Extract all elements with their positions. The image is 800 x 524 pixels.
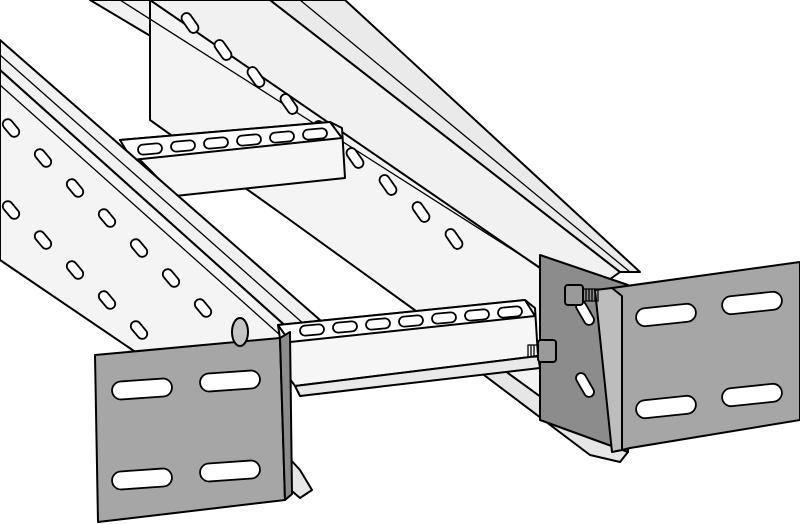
- right-plate-fold: [594, 287, 623, 453]
- rung-slot: [398, 314, 424, 328]
- rail-slot: [129, 238, 149, 258]
- left-plate-face: [94, 337, 286, 523]
- rail-slot: [33, 148, 53, 168]
- right-side-rail: [89, 0, 641, 463]
- rail-slot: [97, 208, 117, 228]
- back-rung: [119, 121, 346, 197]
- left-splice-plate: [94, 317, 293, 523]
- lower-thread-lines: [530, 344, 535, 358]
- rail-slot: [180, 12, 200, 34]
- rung-slot: [365, 317, 391, 331]
- rail-slot: [411, 201, 431, 223]
- rung-slot: [137, 142, 163, 156]
- lower-bolt-thread: [527, 344, 539, 358]
- rung-slot: [269, 130, 295, 144]
- rail-slot: [193, 298, 213, 318]
- right-rail-edge-line-2: [299, 0, 631, 273]
- left-plate-edge: [279, 331, 293, 501]
- plate-slot: [111, 377, 173, 401]
- rung-slot: [299, 323, 325, 337]
- rail-slot: [97, 290, 117, 310]
- rung-slot: [302, 127, 328, 141]
- rail-slot: [1, 200, 21, 220]
- rung-slot: [236, 133, 262, 147]
- rail-slot: [65, 178, 85, 198]
- rung-slot: [464, 308, 490, 322]
- rail-slot: [65, 260, 85, 280]
- rail-slot: [345, 147, 365, 169]
- splice-bolt-lower: [527, 339, 557, 363]
- rung-slot: [431, 311, 457, 325]
- rung-slot: [203, 136, 229, 150]
- left-rail-edge-line-2: [0, 84, 281, 336]
- plate-slot: [575, 372, 595, 398]
- right-plate-slots: [635, 290, 783, 420]
- upper-nut: [564, 284, 584, 306]
- plate-slot: [199, 369, 261, 393]
- plate-slot: [635, 302, 697, 328]
- rung-slot: [332, 320, 358, 334]
- rail-slot: [1, 118, 21, 138]
- rail-slot: [129, 320, 149, 340]
- rail-slot: [33, 230, 53, 250]
- rail-slot: [213, 39, 233, 61]
- upper-bolt-thread: [582, 288, 599, 302]
- plate-slot: [635, 394, 697, 420]
- left-plate-slots: [111, 369, 261, 491]
- rail-slot: [444, 228, 464, 250]
- left-rail-slots-upper: [1, 118, 213, 318]
- front-rung-slots: [299, 305, 523, 337]
- right-splice-plate: [539, 254, 800, 453]
- rung-slot: [170, 139, 196, 153]
- rail-slot: [378, 174, 398, 196]
- splice-bolt-upper: [564, 284, 599, 306]
- plate-slot: [721, 382, 783, 408]
- plate-slot: [111, 467, 173, 491]
- right-plate-face: [611, 261, 800, 451]
- left-plate-bolt-head: [231, 317, 249, 347]
- rail-slot: [161, 268, 181, 288]
- lower-nut: [537, 339, 557, 363]
- rail-slot: [279, 93, 299, 115]
- plate-slot: [199, 459, 261, 483]
- rung-slot: [497, 305, 523, 319]
- rail-slot: [246, 66, 266, 88]
- right-plate-inner-slots: [575, 300, 595, 398]
- back-rung-slots: [137, 127, 328, 156]
- left-rail-edge-line: [0, 54, 306, 326]
- plate-slot: [721, 290, 783, 316]
- upper-thread-lines: [585, 288, 596, 302]
